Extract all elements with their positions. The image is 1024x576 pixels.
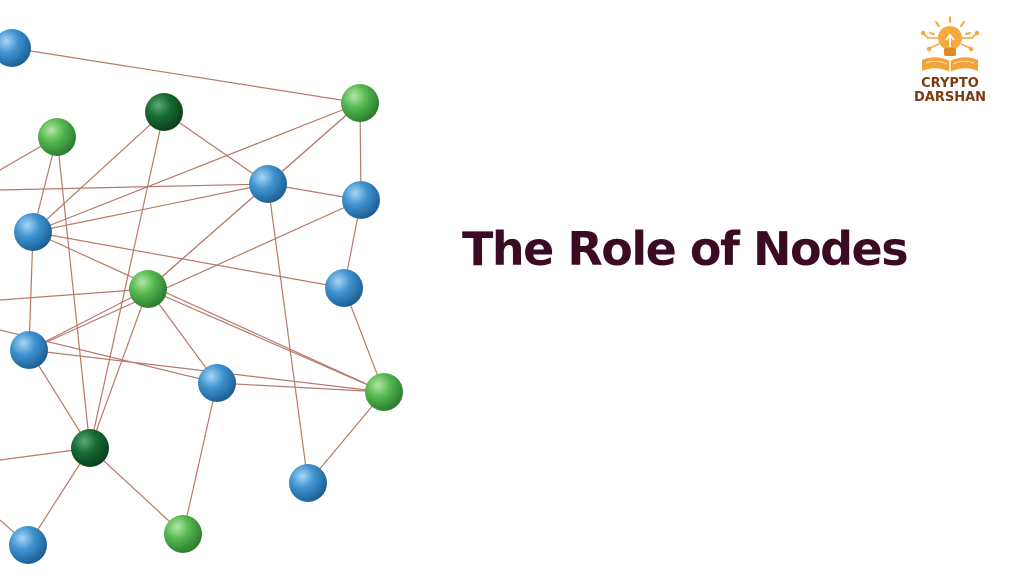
page-title: The Role of Nodes xyxy=(462,222,909,276)
green-node xyxy=(129,270,167,308)
network-string xyxy=(216,382,385,393)
blue-node xyxy=(10,331,48,369)
blue-node xyxy=(9,526,47,564)
network-string xyxy=(0,288,149,301)
blue-node xyxy=(0,29,31,67)
node-network-illustration xyxy=(0,29,403,564)
logo-text-darshan: DARSHAN xyxy=(913,90,987,105)
green-node xyxy=(341,84,379,122)
dark-green-node xyxy=(71,429,109,467)
network-string xyxy=(89,447,184,535)
network-string xyxy=(32,102,361,233)
network-string xyxy=(32,231,385,393)
blue-node xyxy=(14,213,52,251)
crypto-darshan-logo: CRYPTO DARSHAN xyxy=(906,14,994,110)
dark-green-node xyxy=(145,93,183,131)
network-nodes xyxy=(0,29,403,564)
blue-node xyxy=(342,181,380,219)
network-string xyxy=(89,111,165,449)
network-string xyxy=(267,183,309,484)
network-string xyxy=(11,47,361,104)
logo-text-crypto: CRYPTO xyxy=(921,76,979,91)
blue-node xyxy=(249,165,287,203)
blue-node xyxy=(325,269,363,307)
network-string xyxy=(28,288,149,351)
green-node xyxy=(164,515,202,553)
network-string xyxy=(28,231,34,351)
lightbulb-book-icon xyxy=(920,16,980,72)
network-string xyxy=(147,288,385,393)
network-string xyxy=(182,382,218,535)
network-string xyxy=(89,288,149,449)
network-string xyxy=(28,349,91,449)
green-node xyxy=(38,118,76,156)
blue-node xyxy=(289,464,327,502)
network-string xyxy=(32,231,345,289)
blue-node xyxy=(198,364,236,402)
network-string xyxy=(163,111,269,185)
network-string xyxy=(147,288,218,384)
network-string xyxy=(28,199,362,351)
network-string xyxy=(27,447,91,546)
network-string xyxy=(0,183,269,191)
network-string xyxy=(32,183,269,233)
network-string xyxy=(32,111,165,233)
green-node xyxy=(365,373,403,411)
network-string xyxy=(307,391,385,484)
